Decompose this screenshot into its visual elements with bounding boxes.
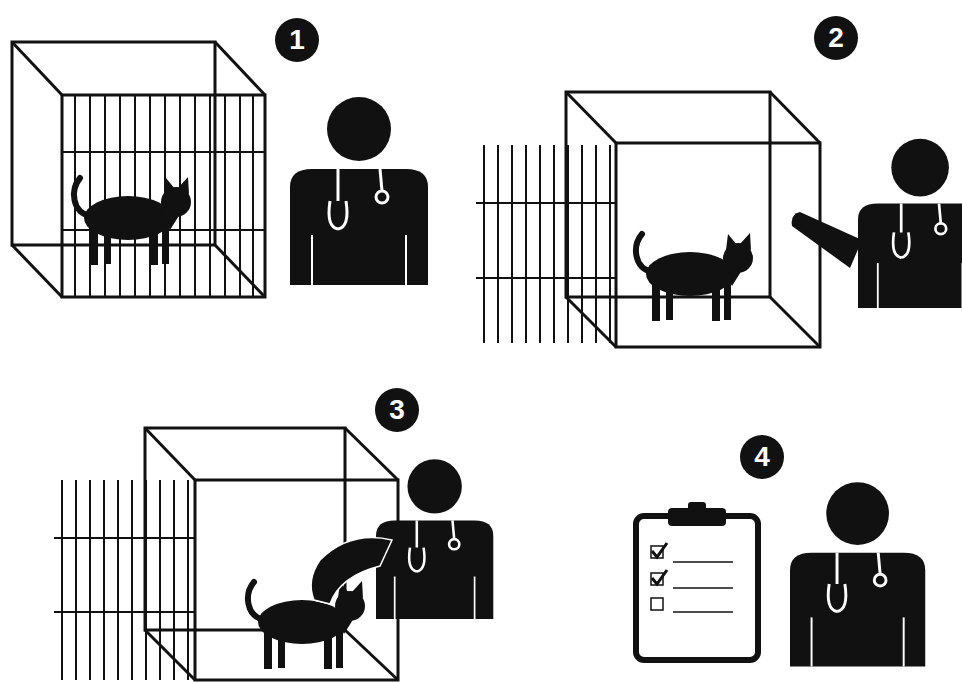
- callout-number: 4: [740, 435, 784, 479]
- vet: [858, 139, 962, 308]
- clipboard: [636, 502, 758, 660]
- cage-door: [54, 480, 195, 680]
- cat: [636, 233, 753, 321]
- vet-arm: [311, 538, 392, 605]
- cat: [74, 177, 191, 265]
- vet: [376, 459, 493, 619]
- callout-circle: [275, 18, 319, 62]
- cage: [566, 92, 820, 347]
- cage-door: [476, 145, 616, 343]
- callout-circle: [814, 16, 858, 60]
- cage-bars: [62, 95, 265, 297]
- callout-circle: [740, 435, 784, 479]
- callout-circle: [375, 388, 419, 432]
- cage: [12, 42, 265, 297]
- callout-number: 3: [375, 388, 419, 432]
- callout-number: 1: [275, 18, 319, 62]
- cat: [248, 581, 365, 669]
- callout-number: 2: [814, 16, 858, 60]
- vet: [290, 97, 428, 285]
- vet: [790, 482, 925, 666]
- vet-arm: [792, 212, 862, 268]
- cage: [145, 428, 398, 680]
